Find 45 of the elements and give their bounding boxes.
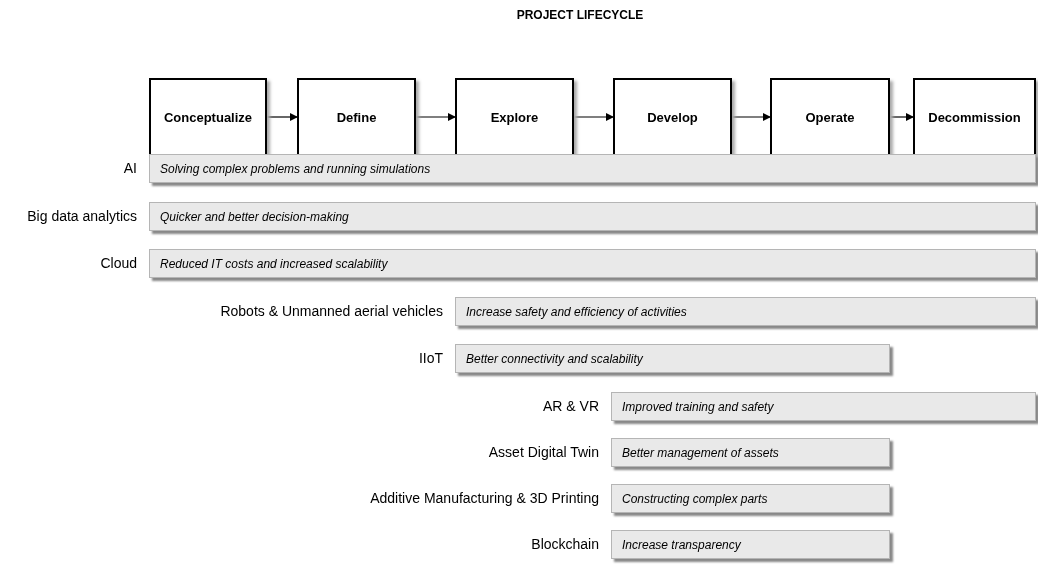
phase-label: Explore [490,109,539,125]
arrow [415,113,456,121]
benefit-text: Improved training and safety [622,399,774,414]
benefit-text: Better connectivity and scalability [466,351,643,366]
arrow [573,113,614,121]
benefit-bar [149,154,1036,183]
benefit-text: Solving complex problems and running simulations [160,161,431,176]
benefit-bar [455,344,890,373]
benefit-bar [611,484,890,513]
phase-box [770,78,890,156]
technology-label: Cloud [100,254,137,271]
phase-label: Develop [647,109,698,125]
benefit-bar [455,297,1036,326]
benefit-bar [149,249,1036,278]
phase-label: Operate [805,109,855,125]
technology-label: Blockchain [531,535,599,552]
benefit-bar [611,530,890,559]
technology-label: AI [123,159,137,176]
phase-box [297,78,416,156]
benefit-text: Better management of assets [622,445,779,460]
technology-label: IIoT [418,349,443,366]
phase-label: Conceptualize [163,109,253,125]
arrow [889,113,914,121]
benefit-text: Increase safety and efficiency of activities [466,304,687,319]
technology-label: AR & VR [543,397,599,414]
benefit-bar [611,392,1036,421]
phase-box [913,78,1036,156]
technology-label: Robots & Unmanned aerial vehicles [220,302,443,319]
arrow [731,113,771,121]
benefit-bar [611,438,890,467]
arrow [266,113,298,121]
diagram-title: PROJECT LIFECYCLE [515,8,645,22]
benefit-text: Increase transparency [622,537,741,552]
technology-label: Big data analytics [27,207,137,224]
phase-box [613,78,732,156]
benefit-bar [149,202,1036,231]
phase-box [455,78,574,156]
phase-label: Decommission [928,109,1021,125]
benefit-text: Quicker and better decision-making [160,209,349,224]
technology-label: Asset Digital Twin [488,443,599,460]
benefit-text: Constructing complex parts [622,491,768,506]
technology-label: Additive Manufacturing & 3D Printing [370,489,599,506]
benefit-text: Reduced IT costs and increased scalability [160,256,388,271]
phase-label: Define [336,109,377,125]
phase-box [149,78,267,156]
